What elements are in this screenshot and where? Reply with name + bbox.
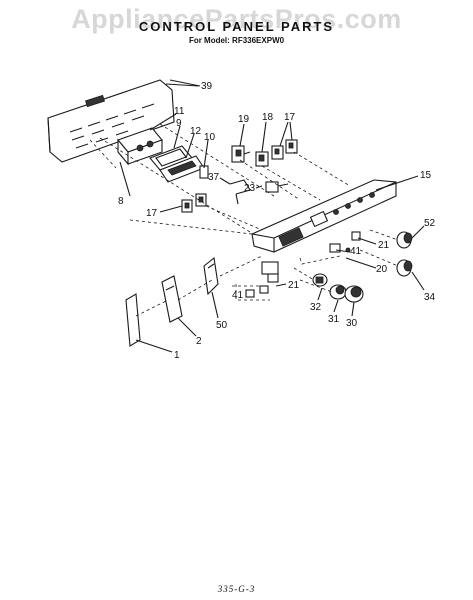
callout-11: 11 <box>174 106 185 117</box>
callout-52: 52 <box>424 218 436 229</box>
terminal-parts-left <box>245 273 279 298</box>
callout-50: 50 <box>216 320 228 331</box>
callout-30: 30 <box>346 318 358 329</box>
end-cap-2-part <box>161 275 183 323</box>
control-panel-part <box>251 179 397 275</box>
callout-21-left: 21 <box>288 280 300 291</box>
switch-31-part <box>329 284 347 300</box>
callout-9: 9 <box>176 118 182 129</box>
clock-housing-part <box>117 127 163 166</box>
knob-34-part <box>396 259 413 277</box>
callout-8: 8 <box>118 196 124 207</box>
switch-32-part <box>312 273 328 287</box>
callout-32: 32 <box>310 302 322 313</box>
callout-17-upper: 17 <box>284 112 296 123</box>
callout-19: 19 <box>238 114 250 125</box>
bracket-37-part <box>229 179 251 205</box>
callout-37: 37 <box>208 172 220 183</box>
callout-41-right: 41 <box>350 246 362 257</box>
callout-2: 2 <box>196 336 202 347</box>
leader-lines <box>119 83 425 353</box>
callout-1: 1 <box>174 350 180 361</box>
diagram-title: CONTROL PANEL PARTS <box>138 19 335 34</box>
watermark-logo: AppliancePartsPros.com <box>71 4 402 34</box>
side-trim-1-part <box>125 293 141 347</box>
switch-19-part <box>231 145 251 163</box>
back-panel-part <box>47 79 201 163</box>
switch-17-lower-part <box>181 193 207 213</box>
callout-21-right: 21 <box>378 240 390 251</box>
callout-31: 31 <box>328 314 340 325</box>
callout-12: 12 <box>190 126 202 137</box>
callout-18: 18 <box>262 112 274 123</box>
callout-23: 23 <box>244 183 256 194</box>
assembly-guide-lines <box>89 123 399 317</box>
end-cap-50-part <box>203 256 219 296</box>
switch-18-part <box>255 151 269 167</box>
callout-34: 34 <box>424 292 436 303</box>
callout-15: 15 <box>420 170 432 181</box>
callout-41-left: 41 <box>232 290 244 301</box>
callout-10: 10 <box>204 132 216 143</box>
knob-30-part <box>344 285 364 303</box>
knob-52-part <box>396 231 413 249</box>
model-subtitle: For Model: RF336EXPW0 <box>188 36 285 45</box>
callout-17-lower: 17 <box>146 208 158 219</box>
page-code: 335-G-3 <box>217 584 256 594</box>
callout-labels: 39 11 9 12 10 19 18 17 15 8 37 23 17 52 … <box>118 81 436 361</box>
switch-17-upper-part <box>271 139 298 160</box>
callout-39: 39 <box>201 81 213 92</box>
connector-23-part <box>265 181 289 193</box>
callout-20: 20 <box>376 264 388 275</box>
